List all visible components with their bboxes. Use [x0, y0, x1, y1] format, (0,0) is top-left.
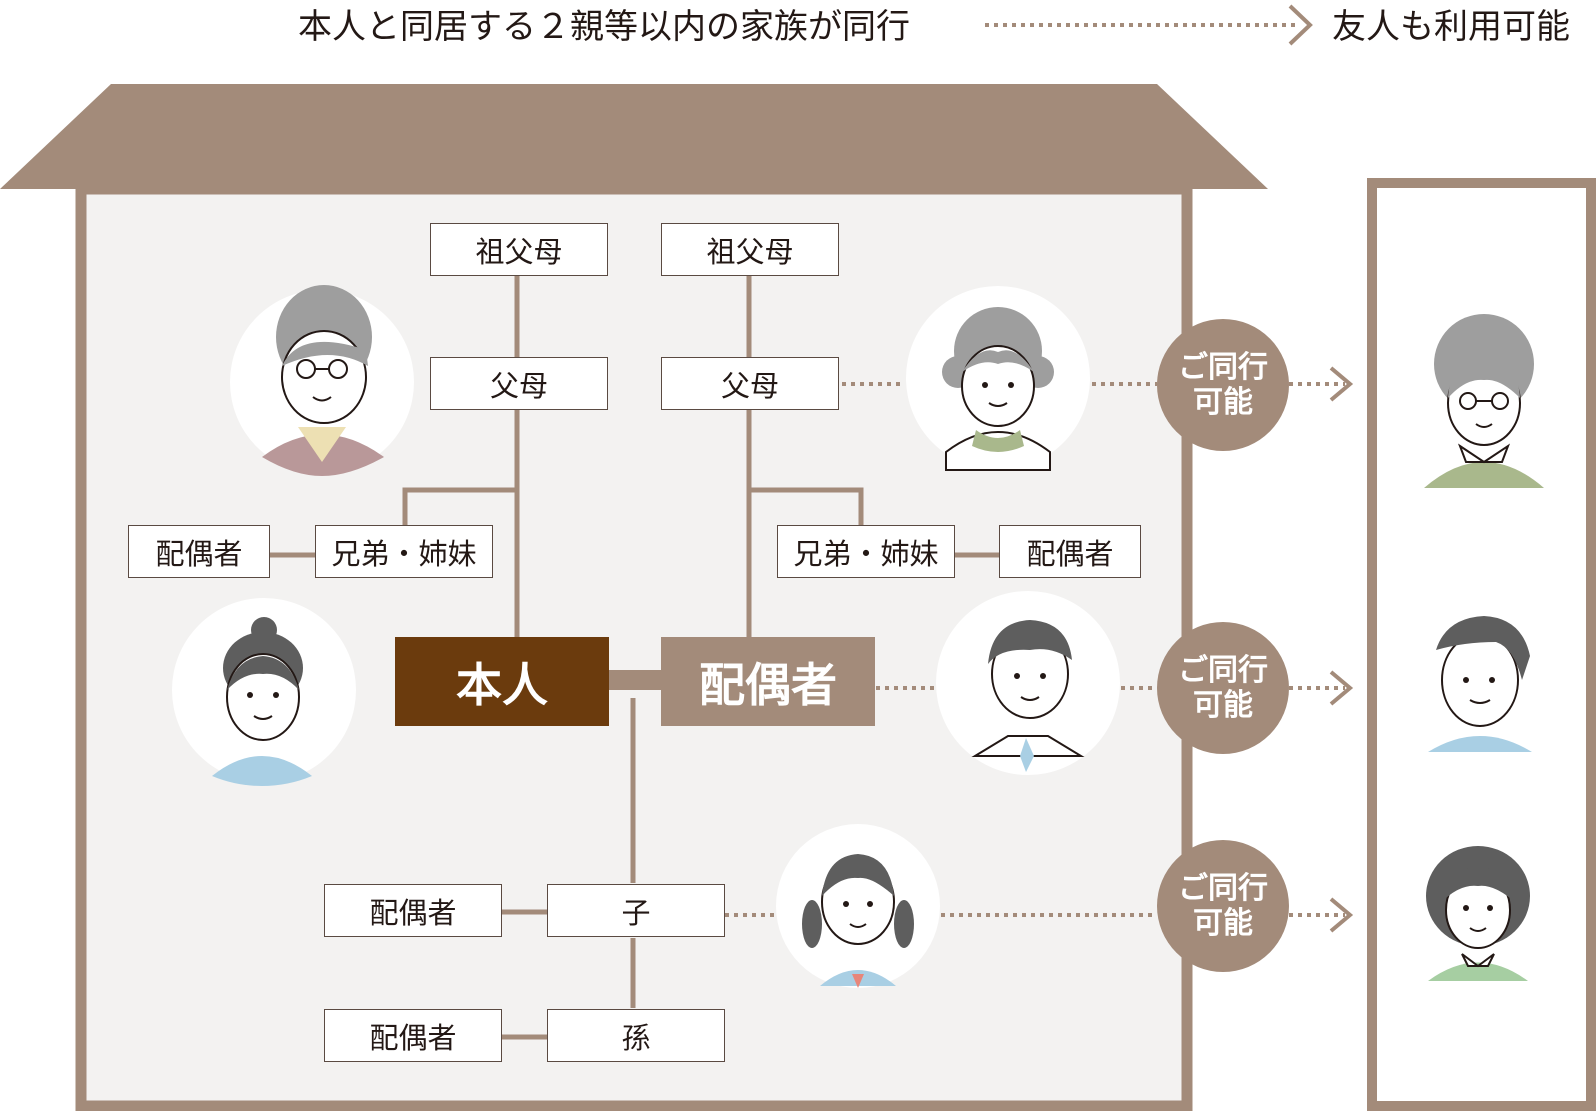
tree-lines	[268, 276, 999, 1040]
friend-arrows	[1329, 366, 1354, 933]
box-grandparents-left: 祖父母	[430, 223, 608, 276]
couple-connector	[607, 670, 663, 690]
companion-ok-badge-parents: ご同行 可能	[1157, 319, 1289, 451]
chevron-right-icon	[1329, 897, 1354, 933]
chevron-right-icon	[1329, 670, 1354, 706]
box-spouse-of-grandchild: 配偶者	[324, 1009, 502, 1062]
badge-line1: ご同行	[1178, 653, 1268, 688]
box-parents-right: 父母	[661, 357, 839, 410]
badge-line1: ご同行	[1178, 871, 1268, 906]
man-in-suit-icon	[971, 620, 1085, 772]
box-grandchild: 孫	[547, 1009, 725, 1062]
house-roof	[0, 84, 1268, 189]
box-grandparents-right: 祖父母	[661, 223, 839, 276]
header-arrow	[985, 4, 1313, 46]
box-siblings-right: 兄弟・姉妹	[777, 525, 955, 578]
friends-panel	[1367, 178, 1596, 1111]
badge-line2: 可能	[1193, 385, 1253, 420]
badge-line2: 可能	[1193, 688, 1253, 723]
box-spouse-of-child: 配偶者	[324, 884, 502, 937]
condition-text: 本人と同居する２親等以内の家族が同行	[298, 7, 910, 47]
result-text: 友人も利用可能	[1332, 7, 1570, 47]
badge-line2: 可能	[1193, 906, 1253, 941]
box-self: 本人	[395, 637, 609, 726]
woman-with-bun-icon	[212, 617, 312, 786]
mother-icon	[942, 307, 1054, 471]
box-parents-left: 父母	[430, 357, 608, 410]
box-siblings-left: 兄弟・姉妹	[315, 525, 493, 578]
friend-woman-icon	[1426, 846, 1530, 981]
friend-man-icon	[1428, 616, 1532, 752]
companion-ok-badge-child: ご同行 可能	[1157, 840, 1289, 972]
girl-with-pigtails-icon	[802, 854, 914, 988]
badge-line1: ご同行	[1178, 350, 1268, 385]
chevron-right-icon	[1329, 366, 1354, 402]
dotted-lines	[725, 382, 1345, 917]
box-child: 子	[547, 884, 725, 937]
box-spouse-of-sibling-left: 配偶者	[128, 525, 270, 578]
box-spouse-of-sibling-right: 配偶者	[999, 525, 1141, 578]
grandmother-with-glasses-icon	[262, 285, 384, 476]
box-spouse: 配偶者	[661, 637, 875, 726]
friend-elderly-woman-icon	[1424, 314, 1544, 488]
companion-ok-badge-spouse: ご同行 可能	[1157, 622, 1289, 754]
